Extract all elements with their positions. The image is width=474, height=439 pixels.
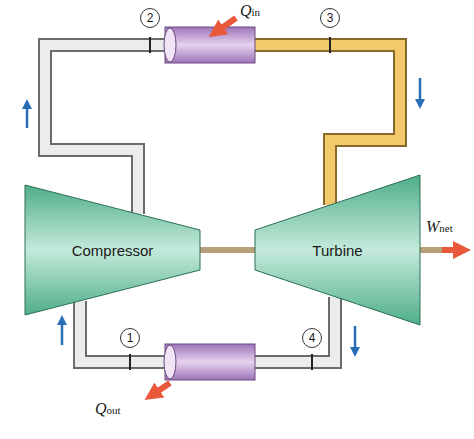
turbine-body: Turbine [255, 175, 420, 325]
work-out-label: Wnet [426, 218, 453, 236]
callout-number: 2 [140, 8, 160, 28]
shaft [200, 247, 255, 253]
machine-name: Turbine [312, 242, 362, 259]
callout-number: 3 [320, 8, 340, 28]
heat-in-label: Qin [240, 2, 260, 20]
callout-number: 4 [302, 328, 322, 348]
cooler [164, 344, 255, 380]
shaft-output [418, 250, 442, 251]
callout-number: 1 [120, 328, 140, 348]
heat-out-label: Qout [95, 400, 121, 418]
energy-arrows [152, 18, 462, 395]
compressor-body: Compressor [25, 185, 200, 315]
machine-name: Compressor [72, 242, 154, 259]
heater [164, 27, 255, 63]
state-ticks [130, 37, 330, 370]
